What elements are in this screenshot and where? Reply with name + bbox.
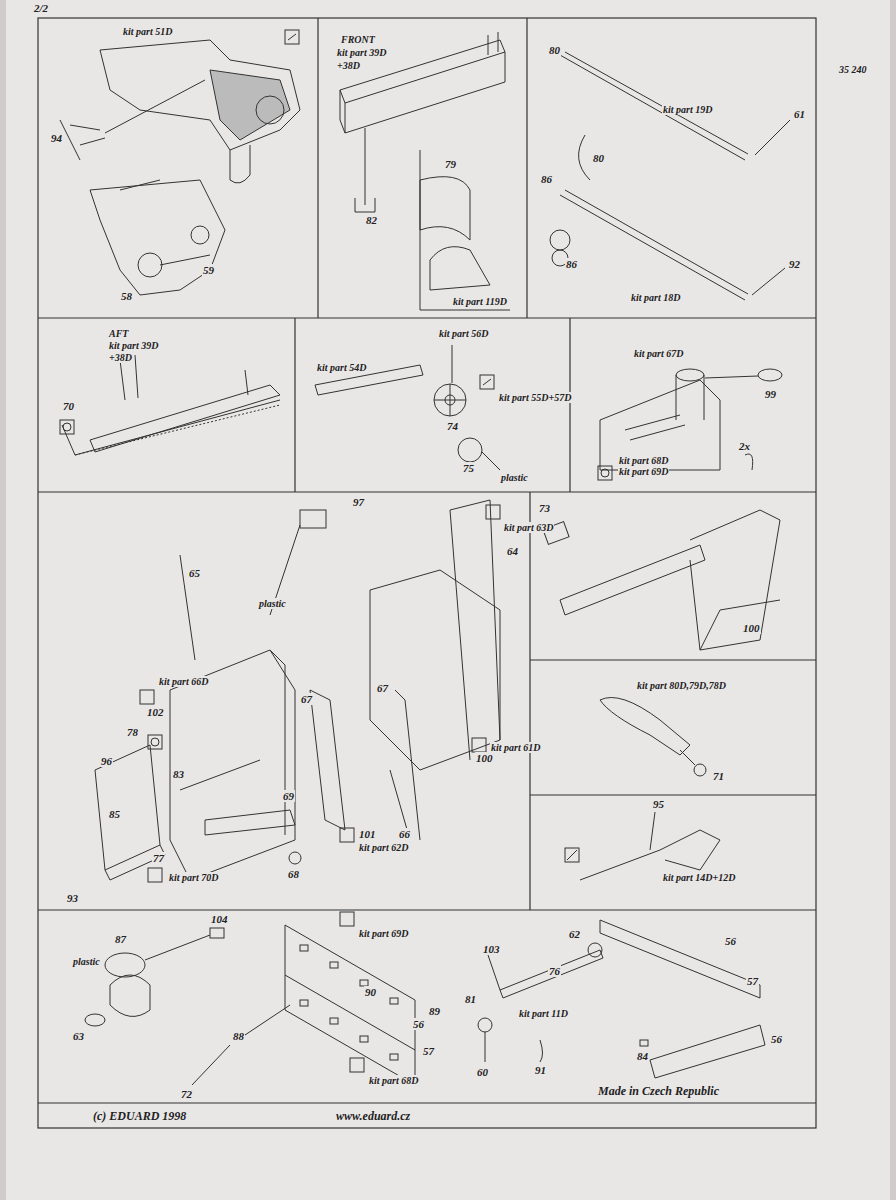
- callout-number: 86: [540, 173, 553, 185]
- callout-number: 58: [120, 290, 133, 302]
- part-label: +38D: [336, 60, 361, 71]
- part-label: kit part 61D: [490, 742, 541, 753]
- part-label: kit part 18D: [630, 292, 681, 303]
- callout-number: 79: [444, 158, 457, 170]
- callout-number: 91: [534, 1064, 547, 1076]
- part-label: kit part 54D: [316, 362, 367, 373]
- callout-number: 56: [724, 935, 737, 947]
- callout-number: 67: [300, 693, 313, 705]
- part-label: kit part 80D,79D,78D: [636, 680, 727, 691]
- callout-number: 82: [365, 214, 378, 226]
- callout-number: 66: [398, 828, 411, 840]
- callout-number: 72: [180, 1088, 193, 1100]
- callout-number: 104: [210, 913, 229, 925]
- callout-number: 68: [287, 868, 300, 880]
- part-label: 35 240: [838, 64, 868, 75]
- part-label: kit part 55D+57D: [498, 392, 572, 403]
- callout-number: 102: [146, 706, 165, 718]
- callout-number: 76: [548, 965, 561, 977]
- part-label: kit part 119D: [452, 296, 508, 307]
- callout-number: 95: [652, 798, 665, 810]
- callout-number: 89: [428, 1005, 441, 1017]
- callout-number: 84: [636, 1050, 649, 1062]
- part-label: plastic: [500, 472, 529, 483]
- callout-number: 103: [482, 943, 501, 955]
- callout-number: 56: [770, 1033, 783, 1045]
- callout-number: 67: [376, 682, 389, 694]
- callout-number: 80: [548, 44, 561, 56]
- callout-number: 85: [108, 808, 121, 820]
- callout-number: 64: [506, 545, 519, 557]
- part-label: AFT: [108, 328, 129, 339]
- callout-number: 59: [202, 264, 215, 276]
- part-label: kit part 67D: [633, 348, 684, 359]
- callout-number: 100: [742, 622, 761, 634]
- callout-number: 63: [72, 1030, 85, 1042]
- callout-number: 71: [712, 770, 725, 782]
- callout-number: 69: [282, 790, 295, 802]
- callout-number: 87: [114, 933, 127, 945]
- part-label: kit part 69D: [358, 928, 409, 939]
- part-label: kit part 11D: [518, 1008, 569, 1019]
- callout-number: 2x: [738, 440, 751, 452]
- part-label: kit part 56D: [438, 328, 489, 339]
- callout-number: 86: [565, 258, 578, 270]
- callout-number: 73: [538, 502, 551, 514]
- callout-number: 2/2: [33, 2, 49, 14]
- part-label: kit part 70D: [168, 872, 219, 883]
- part-label: kit part 63D: [503, 522, 554, 533]
- callout-number: 75: [462, 462, 475, 474]
- callout-number: 99: [764, 388, 777, 400]
- part-label: plastic: [72, 956, 101, 967]
- callout-number: 62: [568, 928, 581, 940]
- callout-number: 81: [464, 993, 477, 1005]
- callout-number: 94: [50, 132, 63, 144]
- part-label: kit part 62D: [358, 842, 409, 853]
- callout-number: 100: [475, 752, 494, 764]
- footer-text: (c) EDUARD 1998: [92, 1110, 187, 1123]
- callout-number: 101: [358, 828, 377, 840]
- callout-number: 93: [66, 892, 79, 904]
- part-label: kit part 66D: [158, 676, 209, 687]
- callout-number: 92: [788, 258, 801, 270]
- callout-number: 57: [422, 1045, 435, 1057]
- callout-number: 80: [592, 152, 605, 164]
- callout-number: 61: [793, 108, 806, 120]
- part-label: kit part 39D: [108, 340, 159, 351]
- part-label: kit part 39D: [336, 47, 387, 58]
- callout-number: 97: [352, 496, 365, 508]
- callout-number: 74: [446, 420, 459, 432]
- footer-text: www.eduard.cz: [335, 1110, 411, 1123]
- part-label: kit part 68D: [368, 1075, 419, 1086]
- callout-number: 57: [746, 975, 759, 987]
- part-label: kit part 51D: [122, 26, 173, 37]
- part-label: kit part 14D+12D: [662, 872, 736, 883]
- part-label: +38D: [108, 352, 133, 363]
- part-label: FRONT: [340, 34, 376, 45]
- callout-number: 88: [232, 1030, 245, 1042]
- callout-number: 56: [412, 1018, 425, 1030]
- part-label: kit part 69D: [618, 466, 669, 477]
- part-label: kit part 68D: [618, 455, 669, 466]
- callout-number: 83: [172, 768, 185, 780]
- part-label: kit part 19D: [662, 104, 713, 115]
- callout-number: 78: [126, 726, 139, 738]
- callout-number: 70: [62, 400, 75, 412]
- callout-number: 90: [364, 986, 377, 998]
- callout-number: 77: [152, 852, 165, 864]
- callout-number: 60: [476, 1066, 489, 1078]
- part-label: plastic: [258, 598, 287, 609]
- footer-text: Made in Czech Republic: [597, 1085, 720, 1098]
- callout-number: 65: [188, 567, 201, 579]
- callout-number: 96: [100, 755, 113, 767]
